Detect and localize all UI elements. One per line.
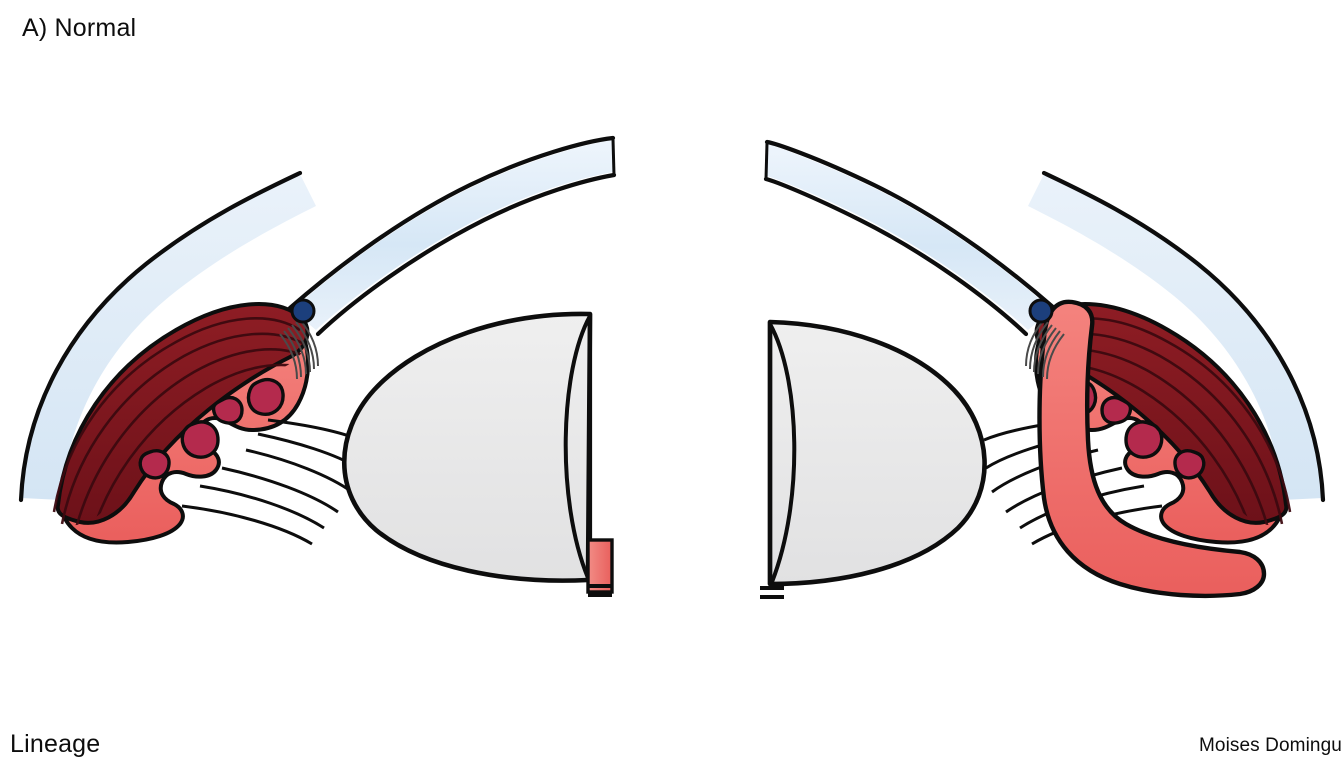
left-cornea-cut-edge — [611, 138, 616, 176]
left-schlemm-canal — [290, 298, 316, 324]
panel-label: A) Normal — [22, 14, 137, 42]
right-lens — [767, 319, 987, 587]
vessel-blob — [1100, 395, 1133, 425]
left-trabecular-meshwork — [279, 319, 319, 380]
vessel-blob — [211, 395, 244, 425]
right-schlemm-canal — [1028, 298, 1054, 324]
left-sclera — [21, 174, 316, 500]
vessel-blob — [180, 420, 220, 459]
right-sclera-outer-edge — [1041, 170, 1326, 503]
right-iris-stub — [760, 586, 784, 599]
right-sclera — [1028, 174, 1323, 500]
left-cornea-outer-edge — [287, 135, 616, 311]
artist-credit-label: Moises Domingu — [1199, 735, 1342, 756]
right-eye-group — [760, 139, 1326, 599]
vessel-blob — [138, 449, 171, 480]
left-ciliary-vessels — [138, 377, 285, 480]
left-eye-group — [18, 135, 617, 597]
vessel-blob — [246, 377, 285, 416]
left-lens — [341, 311, 593, 583]
vessel-blob — [1124, 420, 1164, 459]
brand-label: Lineage — [10, 730, 101, 758]
right-trabecular-meshwork — [1025, 319, 1065, 380]
left-ciliary-muscle — [55, 302, 310, 525]
left-sclera-outer-edge — [18, 170, 303, 503]
left-cornea — [292, 140, 613, 330]
right-cornea-outer-edge — [764, 139, 1057, 311]
right-cornea-inner-edge — [763, 176, 1029, 337]
vessel-blob — [1173, 449, 1206, 480]
left-cornea-inner-edge — [315, 172, 617, 337]
left-lens-posterior-capsule — [563, 315, 592, 579]
right-lens-posterior-capsule — [768, 323, 797, 583]
right-cornea-cut-edge — [764, 142, 769, 180]
left-iris-stub — [586, 538, 614, 597]
right-iris — [1037, 299, 1267, 599]
right-cornea — [767, 144, 1052, 330]
